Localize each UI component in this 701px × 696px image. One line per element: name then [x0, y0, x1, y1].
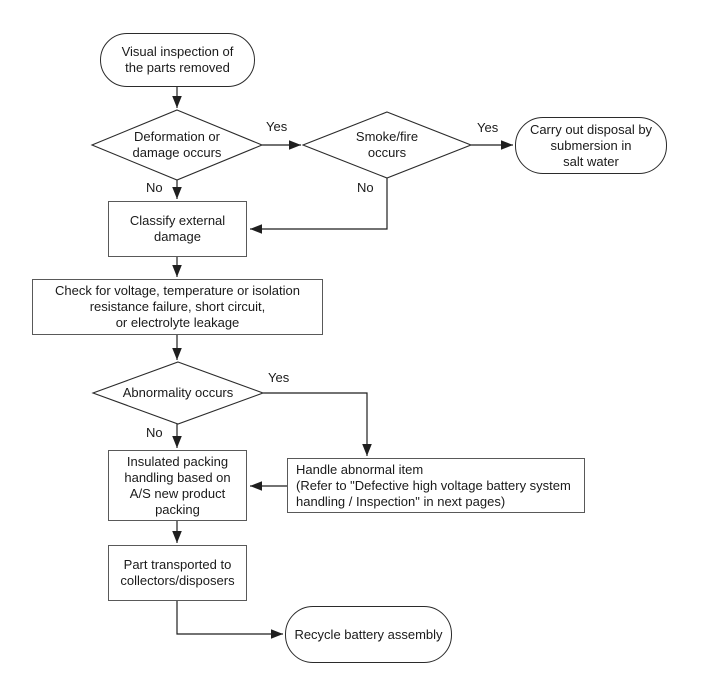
- edge-part-to-recycle: [176, 601, 283, 639]
- node-part-process: Part transported to collectors/disposers: [108, 545, 247, 601]
- edge-smoke-no-to-classify: [250, 178, 388, 234]
- label-smoke-yes: Yes: [477, 120, 499, 135]
- label-smoke-no: No: [357, 180, 374, 195]
- node-start-label: Visual inspection of the parts removed: [121, 44, 234, 75]
- node-recycle-label: Recycle battery assembly: [294, 626, 443, 642]
- node-classify-process: Classify external damage: [108, 201, 247, 257]
- edge-abnormality-yes-to-handle: [263, 392, 372, 456]
- label-deformation-yes: Yes: [266, 119, 288, 134]
- node-classify-label: Classify external damage: [129, 213, 226, 244]
- node-check-process: Check for voltage, temperature or isolat…: [32, 279, 323, 335]
- node-deformation-label: Deformation or damage occurs: [132, 129, 222, 160]
- node-disposal-terminal: Carry out disposal by submersion in salt…: [515, 117, 667, 174]
- label-deformation-no: No: [146, 180, 163, 195]
- node-handle-process: Handle abnormal item (Refer to "Defectiv…: [287, 458, 585, 513]
- node-smoke-label: Smoke/fire occurs: [355, 129, 419, 160]
- node-part-label: Part transported to collectors/disposers: [120, 557, 235, 588]
- label-abnormality-no: No: [146, 425, 163, 440]
- label-abnormality-yes: Yes: [268, 370, 290, 385]
- diamond-smoke: [301, 111, 473, 179]
- node-disposal-label: Carry out disposal by submersion in salt…: [529, 121, 653, 169]
- diamond-abnormality: [91, 361, 265, 425]
- node-insulated-process: Insulated packing handling based on A/S …: [108, 450, 247, 521]
- node-handle-label: Handle abnormal item (Refer to "Defectiv…: [296, 461, 571, 509]
- node-start-terminal: Visual inspection of the parts removed: [100, 33, 255, 87]
- node-recycle-terminal: Recycle battery assembly: [285, 606, 452, 663]
- node-check-label: Check for voltage, temperature or isolat…: [55, 283, 300, 330]
- node-abnormality-label: Abnormality occurs: [122, 385, 234, 400]
- diamond-deformation: [90, 109, 264, 181]
- node-insulated-label: Insulated packing handling based on A/S …: [124, 453, 231, 517]
